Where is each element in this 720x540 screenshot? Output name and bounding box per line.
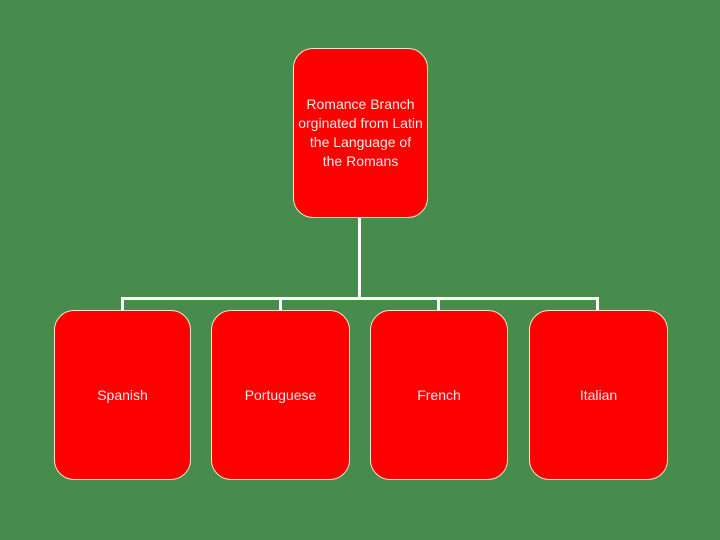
node-spanish[interactable]: Spanish bbox=[54, 310, 191, 480]
connector-stub-spanish bbox=[121, 297, 124, 311]
node-french-label: French bbox=[417, 386, 461, 403]
node-romance-branch[interactable]: Romance Branch orginated from Latin the … bbox=[293, 48, 428, 218]
root-label-line-2: orginated from Latin bbox=[298, 115, 423, 131]
connector-stub-italian bbox=[596, 297, 599, 311]
connector-horizontal-rail bbox=[121, 297, 599, 300]
connector-stub-portuguese bbox=[279, 297, 282, 311]
connector-root-vertical bbox=[358, 218, 361, 300]
root-label-line-1: Romance Branch bbox=[306, 96, 415, 112]
node-portuguese-label: Portuguese bbox=[244, 386, 317, 403]
node-romance-branch-label: Romance Branch orginated from Latin the … bbox=[298, 95, 423, 171]
connector-stub-french bbox=[437, 297, 440, 311]
node-italian[interactable]: Italian bbox=[529, 310, 668, 480]
node-portuguese[interactable]: Portuguese bbox=[211, 310, 350, 480]
root-label-line-4: the Romans bbox=[322, 153, 399, 169]
node-italian-label: Italian bbox=[579, 386, 618, 403]
node-spanish-label: Spanish bbox=[97, 386, 148, 403]
root-label-line-3: the Language of bbox=[309, 134, 412, 150]
node-french[interactable]: French bbox=[370, 310, 508, 480]
